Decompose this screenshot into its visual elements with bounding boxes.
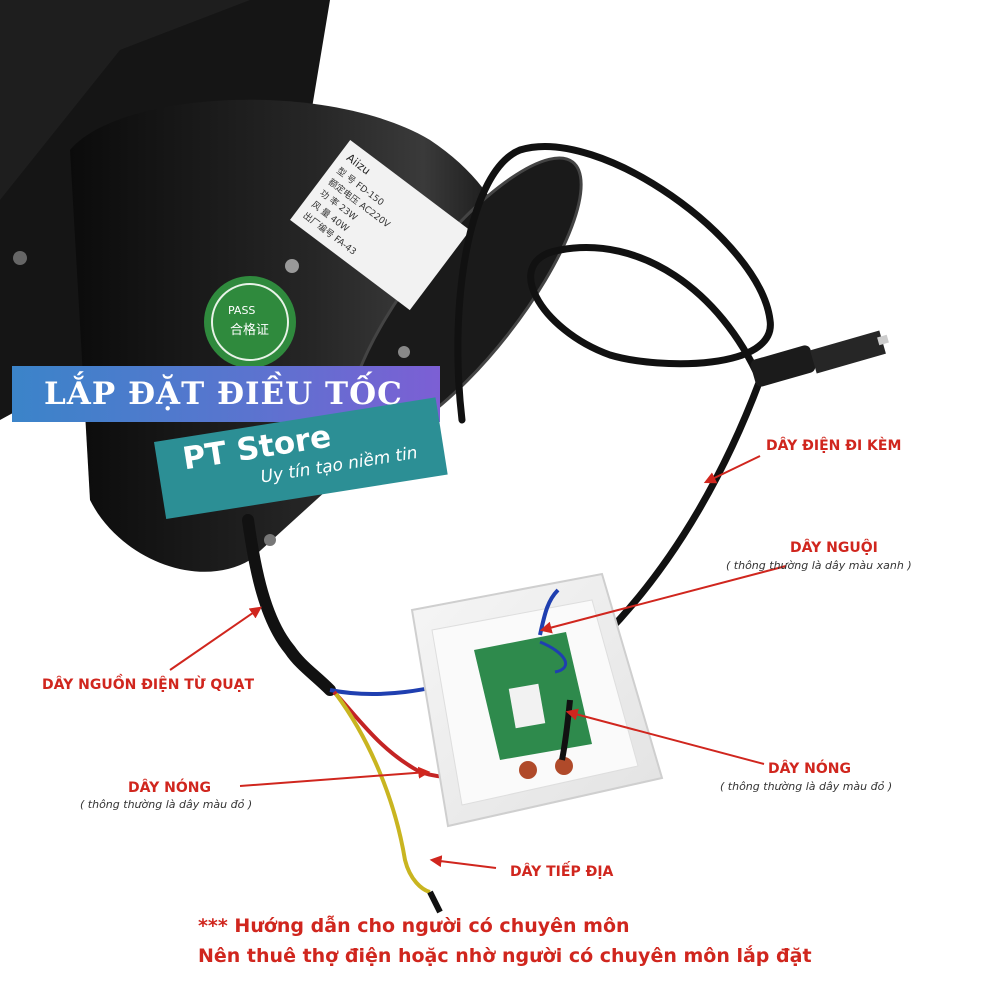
note-line-2: Nên thuê thợ điện hoặc nhờ người có chuy… <box>198 945 812 967</box>
arrow <box>429 855 497 869</box>
speed-controller-box <box>410 572 664 828</box>
label-neutral-note: ( thông thường là dây màu xanh ) <box>726 559 912 572</box>
arrow <box>565 708 765 765</box>
fan-motor: Aiizu 型 号 FD-150 额定电压 AC220V 功 率 23W 风 量… <box>0 0 583 572</box>
cert-text: 合格证 <box>230 322 269 338</box>
annotation-arrows <box>169 455 787 869</box>
label-power-cord: DÂY ĐIỆN ĐI KÈM <box>766 438 902 454</box>
label-hot-left: DÂY NÓNG <box>128 780 211 796</box>
label-hot-right-note: ( thông thường là dây màu đỏ ) <box>720 780 893 793</box>
label-hot-right: DÂY NÓNG <box>768 761 851 777</box>
label-hot-left-note: ( thông thường là dây màu đỏ ) <box>80 798 253 811</box>
label-ground: DÂY TIẾP ĐỊA <box>510 864 614 880</box>
arrow <box>703 455 761 484</box>
arrow <box>169 606 262 671</box>
note-line-1: *** Hướng dẫn cho người có chuyên môn <box>198 915 630 937</box>
label-fan-source: DÂY NGUỒN ĐIỆN TỪ QUẠT <box>42 677 255 693</box>
arrow <box>239 766 431 787</box>
label-neutral: DÂY NGUỘI <box>790 540 878 556</box>
power-cord <box>454 143 889 744</box>
title-banner: LẮP ĐẶT ĐIỀU TỐC <box>12 366 440 422</box>
pass-text: PASS <box>228 304 255 317</box>
arrow <box>539 565 787 634</box>
pass-sticker: PASS 合格证 <box>204 276 296 368</box>
